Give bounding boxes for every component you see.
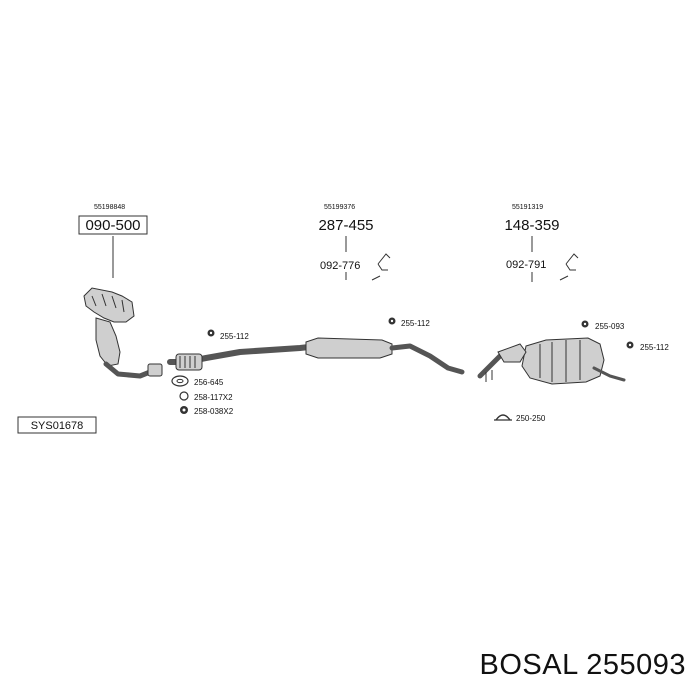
mount-bracket-icon: [371, 253, 391, 281]
hanger-icon: [207, 329, 215, 337]
brand-footer: BOSAL 255093: [480, 649, 686, 682]
mount-bracket-icon: [559, 253, 579, 281]
brand-name: BOSAL: [479, 649, 578, 681]
mount-number-middle: 092-776: [320, 260, 360, 272]
part-number-rear: 148-359: [504, 217, 559, 234]
oe-number-middle: 55199376: [324, 204, 355, 211]
hanger-icon: [388, 317, 396, 325]
callout-rear-hanger-b: 255-112: [640, 343, 669, 352]
rear-clamp-icon: [494, 414, 512, 421]
catalytic-converter-part: [83, 287, 163, 379]
callout-rear-hanger-a: 255-093: [595, 322, 625, 331]
callout-gasket: 256-645: [194, 378, 224, 387]
hanger-icon: [581, 320, 589, 328]
footer-part-number: 255093: [586, 649, 686, 681]
callout-clamp: 258-038X2: [194, 407, 234, 416]
system-code-box: [17, 416, 97, 434]
callout-rear-clamp: 250-250: [516, 414, 546, 423]
system-code: SYS01678: [31, 420, 84, 432]
part-number-box-manifold: [78, 215, 148, 235]
front-pipe-part: [167, 343, 321, 371]
callout-ring: 258-117X2: [194, 393, 233, 402]
mount-number-rear: 092-791: [506, 259, 546, 271]
callout-mid-hanger: 255-112: [401, 319, 430, 328]
clamp-icon: [180, 406, 188, 414]
callout-front-hanger: 255-112: [220, 332, 249, 341]
gasket-icon: [171, 375, 189, 387]
oe-number-rear: 55191319: [512, 204, 543, 211]
middle-silencer-part: [305, 337, 465, 375]
part-number-manifold: 090-500: [85, 217, 140, 234]
oe-number-manifold: 55198848: [94, 204, 125, 211]
hanger-icon: [626, 341, 634, 349]
part-number-middle: 287-455: [318, 217, 373, 234]
rear-silencer-part: [477, 337, 626, 385]
ring-icon: [179, 391, 189, 401]
